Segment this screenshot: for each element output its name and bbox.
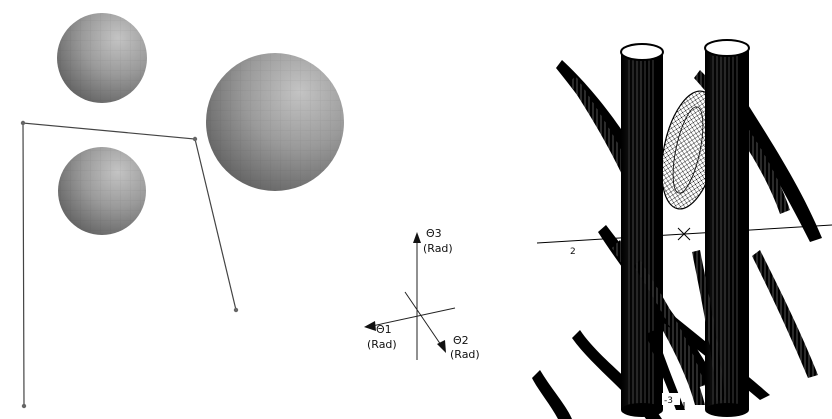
theta1-arrowhead (364, 321, 376, 331)
theta2-arrowhead (437, 340, 446, 353)
theta2-label: Θ2 (453, 334, 469, 347)
cspace-origin-marker (677, 227, 691, 241)
cspace-tick-left: 2 (570, 247, 576, 257)
arm-joint-base (21, 403, 27, 409)
theta1-unit: (Rad) (367, 338, 397, 351)
cspace-panel: 2 -3 (532, 39, 832, 419)
obstacle-sphere-bottom-left (58, 147, 146, 235)
robot-arm (20, 120, 239, 409)
cspace-torus-mesh (661, 90, 719, 210)
cspace-tick-bottom: -3 (664, 396, 673, 406)
workspace-panel (20, 13, 344, 409)
cspace-cylinder-right (704, 39, 750, 417)
theta3-arrowhead (413, 232, 421, 243)
obstacle-sphere-top-left (57, 13, 147, 103)
theta3-label: Θ3 (426, 227, 442, 240)
axis-triad: Θ3 (Rad) Θ1 (Rad) Θ2 (Rad) (364, 227, 480, 361)
cspace-front-strands (634, 250, 725, 410)
theta2-unit: (Rad) (450, 348, 480, 361)
arm-joint-elbow (192, 136, 198, 142)
arm-joint-shoulder (20, 120, 26, 126)
arm-links (22, 122, 237, 407)
theta1-label: Θ1 (376, 323, 392, 336)
theta3-unit: (Rad) (423, 242, 453, 255)
arm-end-effector (233, 307, 239, 313)
obstacle-sphere-large (206, 53, 344, 191)
